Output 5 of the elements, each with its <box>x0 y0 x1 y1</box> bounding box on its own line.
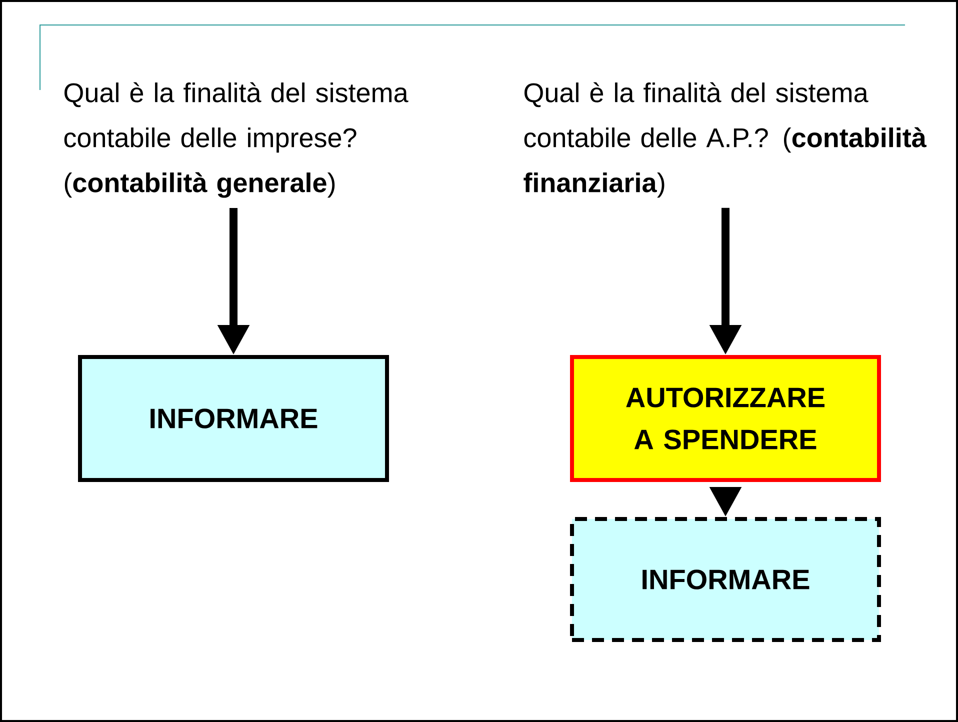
question-text: Qual è la finalità del sistema contabile delle imprese? (contabilità generale) <box>64 82 408 198</box>
process-box: INFORMARE <box>570 517 881 642</box>
process-box: INFORMARE <box>78 355 389 482</box>
question-text: Qual è la finalità del sistema contabile delle A.P.? (contabilità finanziaria) <box>524 82 926 198</box>
process-box: AUTORIZZARE A SPENDERE <box>570 355 881 482</box>
